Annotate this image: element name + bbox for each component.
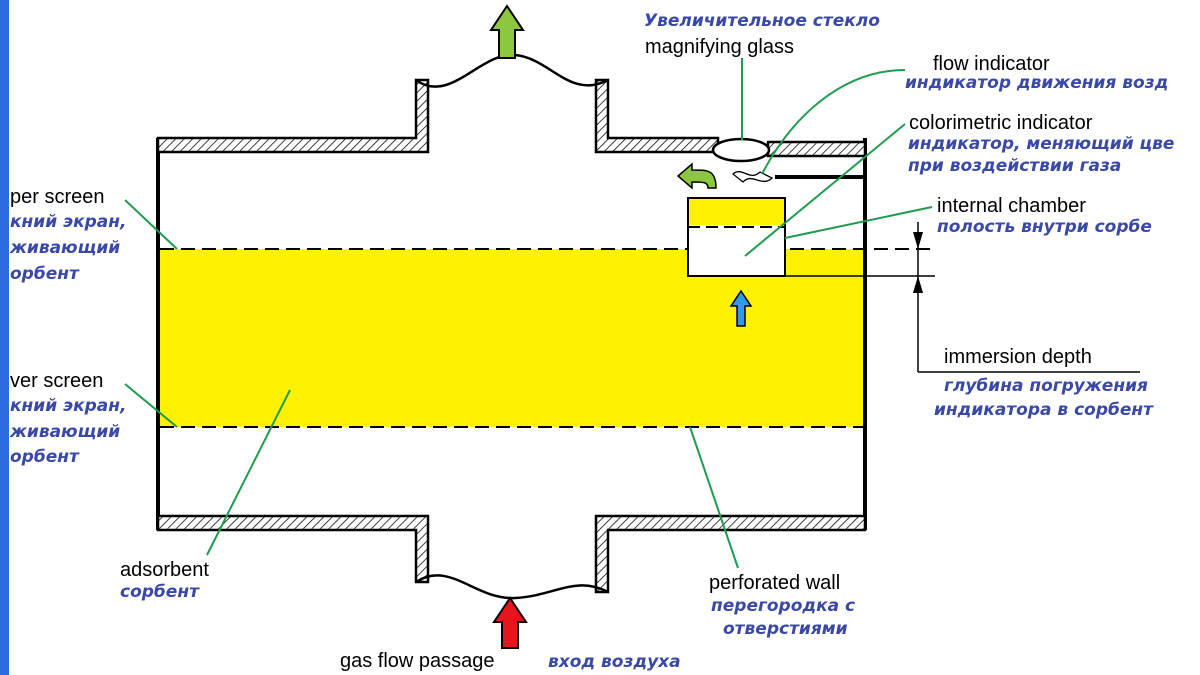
upper-screen-ru-label-1: кний экран,	[10, 212, 127, 232]
gas-flow-passage-ru-label: вход воздуха	[548, 652, 681, 672]
top-right-wall-segment	[768, 142, 865, 156]
flow-indicator-ru-label: индикатор движения возд	[905, 73, 1168, 93]
arrow-up-icon	[491, 6, 523, 58]
upper-screen-ru-label-2: живающий	[9, 238, 120, 258]
leader-perforated-wall	[690, 427, 738, 568]
colorimetric-strip	[689, 199, 784, 225]
inlet-pipe-break	[416, 575, 608, 598]
arrow-up-icon	[494, 598, 526, 648]
magnifying-glass-ru-label: Увеличительное стекло	[644, 11, 880, 31]
immersion-depth-en-label: immersion depth	[944, 346, 1092, 368]
perforated-wall-ru-label-2: отверстиями	[723, 619, 848, 639]
wavy-arrow-icon	[733, 172, 772, 182]
top-left-wall	[158, 80, 428, 152]
immersion-depth-ru-label-2: индикатора в сорбент	[934, 400, 1154, 420]
leader-flow-indicator	[762, 70, 905, 174]
outlet-pipe-break	[416, 55, 608, 87]
magnifying-glass-en-label: magnifying glass	[645, 36, 794, 58]
top-right-wall	[596, 80, 718, 152]
immersion-depth-ru-label-1: глубина погружения	[944, 376, 1148, 396]
lower-screen-ru-label-3: орбент	[10, 447, 80, 467]
flow-indicator-en-label: flow indicator	[933, 53, 1050, 75]
lower-screen-ru-label-1: кний экран,	[10, 396, 127, 416]
perforated-wall-ru-label-1: перегородка с	[711, 596, 855, 616]
gas-flow-passage-en-label: gas flow passage	[340, 650, 495, 672]
leader-internal-chamber	[785, 207, 932, 238]
colorimetric-indicator-ru-label-1: индикатор, меняющий цве	[908, 134, 1174, 154]
colorimetric-indicator-ru-label-2: при воздействии газа	[908, 156, 1121, 176]
curved-arrow-left-icon	[678, 164, 716, 188]
dimension-arrow-bottom	[913, 276, 923, 293]
lower-screen-ru-label-2: живающий	[9, 422, 120, 442]
upper-screen-en-label: per screen	[10, 186, 105, 208]
dimension-arrow-top	[913, 232, 923, 249]
colorimetric-indicator-en-label: colorimetric indicator	[909, 112, 1093, 134]
leader-upper-screen	[125, 200, 177, 249]
left-edge-bar	[0, 0, 9, 675]
internal-chamber-ru-label: полость внутри сорбе	[937, 217, 1152, 237]
magnifier-lens	[713, 139, 769, 161]
lower-screen-en-label: ver screen	[10, 370, 103, 392]
adsorbent-ru-label: сорбент	[120, 582, 200, 602]
internal-chamber-en-label: internal chamber	[937, 195, 1086, 217]
upper-screen-ru-label-3: орбент	[10, 264, 80, 284]
adsorbent-en-label: adsorbent	[120, 559, 209, 581]
perforated-wall-en-label: perforated wall	[709, 572, 840, 594]
